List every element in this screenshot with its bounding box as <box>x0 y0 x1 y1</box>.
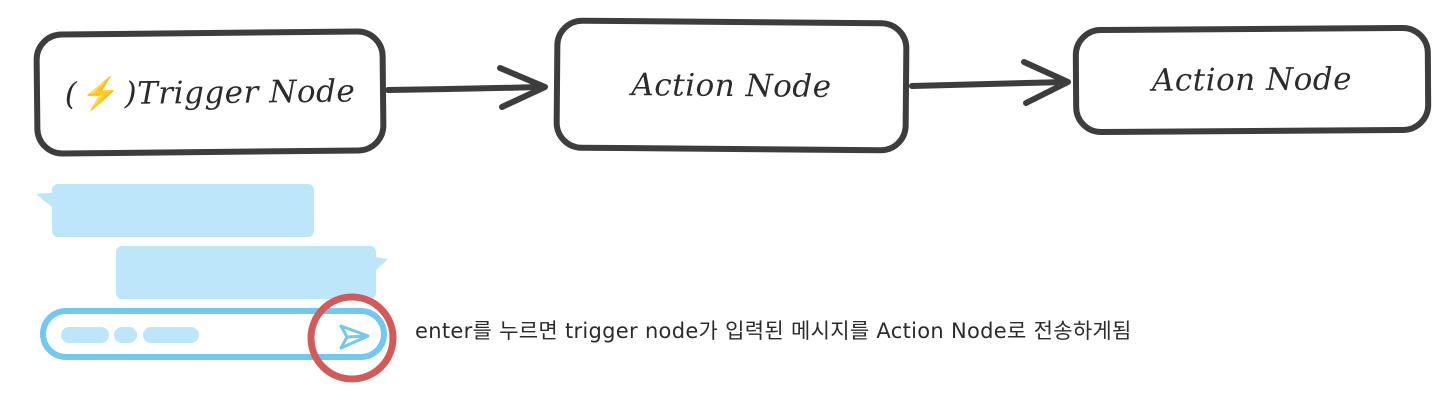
send-icon <box>339 324 370 350</box>
caption-text: enter를 누르면 trigger node가 입력된 메시지를 Action… <box>415 319 1132 343</box>
message-input[interactable] <box>40 308 387 360</box>
send-button[interactable] <box>339 324 370 350</box>
send-button-highlight-circle <box>307 293 397 383</box>
chat-bubble-outgoing <box>116 246 388 299</box>
input-placeholder-bar-3 <box>143 327 199 343</box>
chat-bubble-incoming <box>36 184 314 237</box>
input-placeholder-bar-2 <box>114 327 137 343</box>
edge-arrow-action-1-to-action-2 <box>909 59 1071 106</box>
input-placeholder-bar-1 <box>61 327 109 343</box>
edge-arrow-trigger-to-action-1 <box>385 65 548 110</box>
